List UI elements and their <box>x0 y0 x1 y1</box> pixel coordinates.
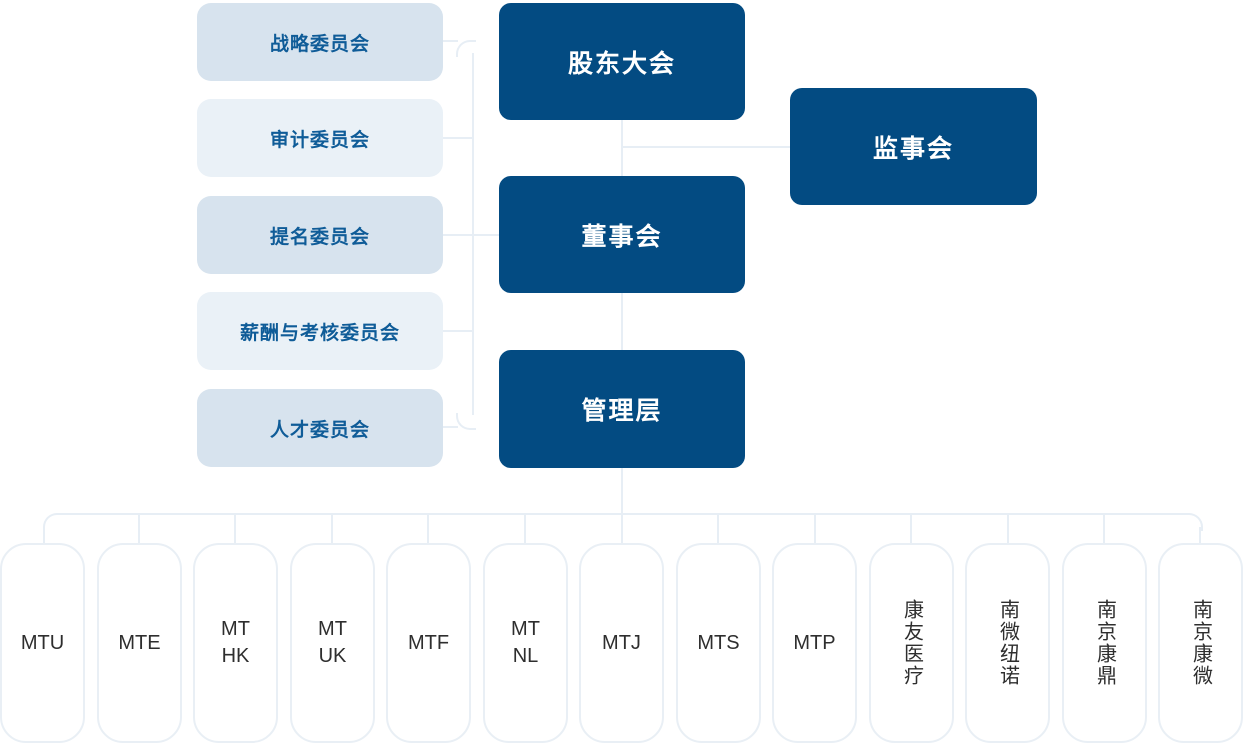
subsidiary-box-mtnl[interactable]: MT NL <box>483 543 568 743</box>
committee-label: 人才委员会 <box>269 419 370 441</box>
subsidiary-box-mte[interactable]: MTE <box>97 543 182 743</box>
subsidiary-box-mtf[interactable]: MTF <box>386 543 471 743</box>
node-supervisory-board[interactable]: 监事会 <box>790 88 1037 205</box>
connector-subsidiary-drop-8 <box>717 513 719 545</box>
committee-box-remuneration[interactable]: 薪酬与考核委员会 <box>197 292 443 370</box>
committee-label: 战略委员会 <box>269 33 370 55</box>
connector-committee-corner-bottom <box>456 413 476 430</box>
subsidiary-label: 南京康鼎 <box>1093 599 1116 687</box>
connector-committee-corner-top <box>456 40 476 57</box>
connector-shareholders-to-board <box>621 118 623 182</box>
subsidiary-box-mtu[interactable]: MTU <box>0 543 85 743</box>
connector-committee-stub-3 <box>442 234 474 236</box>
connector-subsidiary-drop-5 <box>427 513 429 545</box>
subsidiary-label: MT UK <box>318 618 347 667</box>
subsidiary-box-nanjing-kangwei[interactable]: 南京康微 <box>1158 543 1243 743</box>
subsidiary-label: MTU <box>20 631 65 654</box>
node-label: 监事会 <box>872 134 954 163</box>
subsidiary-label: MTS <box>697 631 740 654</box>
connector-committee-stub-4 <box>442 330 474 332</box>
subsidiary-label: MT HK <box>221 618 250 667</box>
subsidiary-box-mtuk[interactable]: MT UK <box>290 543 375 743</box>
connector-committee-stub-5 <box>442 426 458 428</box>
connector-committee-stub-2 <box>442 137 474 139</box>
subsidiary-box-nanjing-kangding[interactable]: 南京康鼎 <box>1062 543 1147 743</box>
committee-box-nomination[interactable]: 提名委员会 <box>197 196 443 274</box>
connector-subsidiary-drop-left <box>43 527 45 545</box>
connector-committees-to-board <box>472 234 502 236</box>
committee-label: 审计委员会 <box>269 129 370 151</box>
subsidiary-label: MTE <box>118 631 161 654</box>
subsidiary-box-kangyou-medical[interactable]: 康友医疗 <box>869 543 954 743</box>
node-management[interactable]: 管理层 <box>499 350 745 468</box>
connector-subsidiary-drop-9 <box>814 513 816 545</box>
subsidiary-box-mtp[interactable]: MTP <box>772 543 857 743</box>
connector-subsidiary-drop-10 <box>910 513 912 545</box>
node-label: 董事会 <box>581 222 663 251</box>
subsidiary-box-mts[interactable]: MTS <box>676 543 761 743</box>
connector-subsidiary-drop-4 <box>331 513 333 545</box>
committee-box-audit[interactable]: 审计委员会 <box>197 99 443 177</box>
subsidiary-box-mthk[interactable]: MT HK <box>193 543 278 743</box>
connector-subsidiary-drop-2 <box>138 513 140 545</box>
connector-board-to-management <box>621 289 623 352</box>
subsidiary-label: 康友医疗 <box>900 599 923 687</box>
subsidiary-box-mtj[interactable]: MTJ <box>579 543 664 743</box>
committee-box-talent[interactable]: 人才委员会 <box>197 389 443 467</box>
connector-committee-stub-1 <box>442 40 458 42</box>
committee-label: 薪酬与考核委员会 <box>239 322 400 344</box>
committee-box-strategy[interactable]: 战略委员会 <box>197 3 443 81</box>
subsidiary-label: 南微纽诺 <box>996 599 1019 687</box>
committee-label: 提名委员会 <box>269 226 370 248</box>
subsidiary-label: MTJ <box>602 631 641 654</box>
subsidiary-box-nanwei-niunuo[interactable]: 南微纽诺 <box>965 543 1050 743</box>
connector-subsidiary-drop-right <box>1199 527 1201 545</box>
connector-to-supervisors <box>621 146 792 148</box>
connector-subsidiary-drop-3 <box>234 513 236 545</box>
subsidiary-label: MTF <box>407 631 450 654</box>
node-label: 股东大会 <box>567 49 676 78</box>
subsidiary-label: 南京康微 <box>1189 599 1212 687</box>
subsidiary-label: MT NL <box>511 618 540 667</box>
connector-subsidiary-drop-11 <box>1007 513 1009 545</box>
connector-subsidiary-drop-7 <box>621 513 623 545</box>
connector-subsidiary-drop-6 <box>524 513 526 545</box>
node-board-of-directors[interactable]: 董事会 <box>499 176 745 293</box>
connector-subsidiary-bus-cap-left <box>43 513 61 531</box>
subsidiary-label: MTP <box>793 631 836 654</box>
connector-subsidiary-drop-12 <box>1103 513 1105 545</box>
node-label: 管理层 <box>581 397 663 425</box>
connector-subsidiary-bus-cap-right <box>1185 513 1203 531</box>
connector-management-to-subsidiaries <box>621 466 623 515</box>
node-shareholders-meeting[interactable]: 股东大会 <box>499 3 745 120</box>
